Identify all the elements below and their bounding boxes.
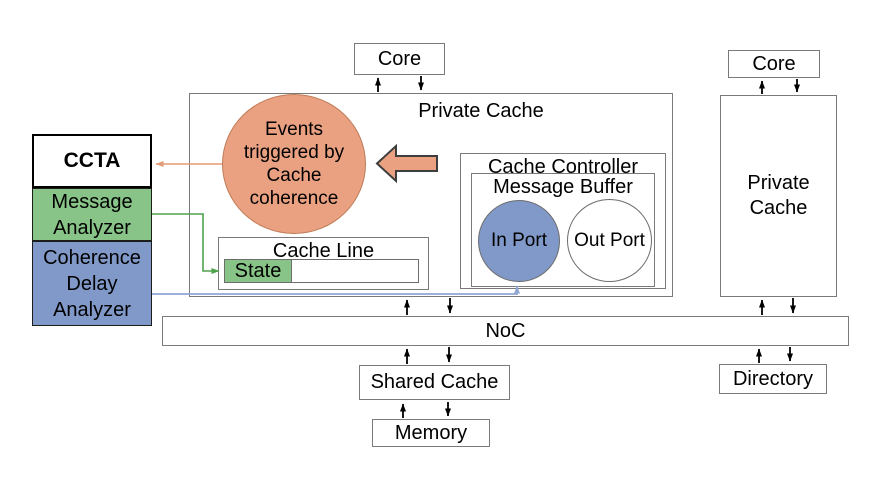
events-circle-label: Events triggered by Cache coherence — [243, 118, 345, 210]
in-port-label: In Port — [491, 230, 547, 252]
private-cache-right-label: Private Cache — [747, 172, 810, 219]
shared-cache-label: Shared Cache — [370, 371, 499, 393]
state-label: State — [234, 259, 282, 282]
memory-box: Memory — [372, 419, 490, 447]
private-cache-right-box: Private Cache — [720, 95, 837, 297]
core-right-label: Core — [752, 52, 796, 75]
ccta-label: CCTA — [63, 148, 121, 172]
noc-label: NoC — [485, 319, 526, 342]
out-port-label: Out Port — [574, 229, 645, 251]
memory-label: Memory — [394, 421, 468, 444]
cache-line-data-cell — [290, 259, 419, 283]
noc-bar: NoC — [162, 316, 849, 346]
directory-box: Directory — [719, 364, 827, 394]
message-analyzer-box: Message Analyzer — [32, 188, 152, 241]
core-left-label: Core — [377, 47, 422, 70]
shared-cache-box: Shared Cache — [359, 365, 510, 400]
out-port-circle: Out Port — [567, 199, 652, 282]
core-left-box: Core — [354, 43, 445, 75]
ccta-box: CCTA — [32, 134, 152, 188]
private-cache-main-label: Private Cache — [418, 100, 544, 122]
message-analyzer-label: Message Analyzer — [51, 190, 133, 239]
cache-controller-label: Cache Controller — [487, 156, 639, 178]
state-cell: State — [224, 259, 292, 283]
coherence-delay-analyzer-label: Coherence Delay Analyzer — [43, 246, 141, 321]
core-right-box: Core — [728, 50, 820, 78]
directory-label: Directory — [732, 367, 813, 390]
message-buffer-label: Message Buffer — [493, 176, 633, 198]
cache-line-label: Cache Line — [272, 240, 375, 262]
coherence-delay-analyzer-box: Coherence Delay Analyzer — [32, 241, 152, 326]
in-port-circle: In Port — [478, 200, 560, 282]
events-triggered-circle: Events triggered by Cache coherence — [222, 94, 366, 234]
